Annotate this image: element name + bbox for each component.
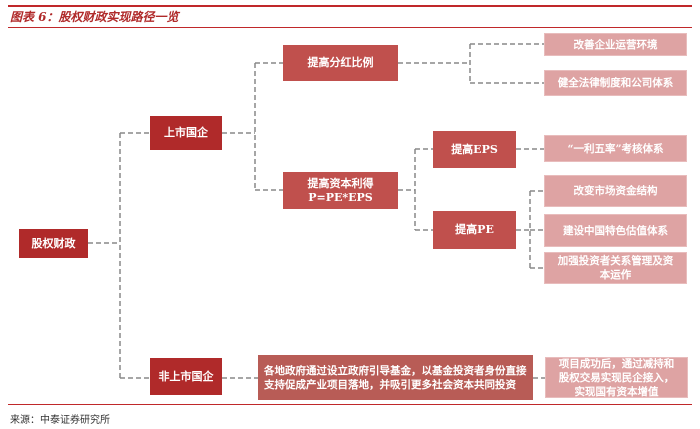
capital-gain-label: 提高资本利得 — [307, 176, 374, 190]
root-node: 股权财政 — [19, 229, 88, 258]
unlisted-result: 项目成功后，通过减持和股权交易实现民企接入，实现国有资本增值 — [545, 357, 688, 398]
dividend-node: 提高分红比例 — [283, 45, 398, 81]
unlisted-soe-node: 非上市国企 — [150, 358, 222, 395]
capital-gain-node: 提高资本利得 P=PE*EPS — [283, 172, 398, 209]
eps-node: 提高EPS — [433, 131, 516, 168]
right-node-3: 改变市场资金结构 — [544, 175, 687, 207]
right-node-5: 加强投资者关系管理及资本运作 — [544, 252, 687, 284]
pe-node: 提高PE — [433, 211, 516, 249]
figure-title: 图表 6：股权财政实现路径一览 — [10, 10, 179, 24]
right-node-1: 健全法律制度和公司体系 — [544, 70, 687, 96]
right-node-4: 建设中国特色估值体系 — [544, 214, 687, 247]
title-rule — [8, 27, 692, 28]
listed-soe-node: 上市国企 — [150, 116, 222, 150]
top-rule — [8, 5, 692, 7]
capital-gain-formula: P=PE*EPS — [308, 190, 373, 204]
right-node-2: “一利五率”考核体系 — [544, 135, 687, 162]
source-note: 来源：中泰证券研究所 — [10, 415, 110, 426]
unlisted-description: 各地政府通过设立政府引导基金，以基金投资者身份直接支持促成产业项目落地，并吸引更… — [258, 355, 533, 400]
bottom-rule — [8, 404, 692, 405]
right-node-0: 改善企业运营环境 — [544, 33, 687, 56]
